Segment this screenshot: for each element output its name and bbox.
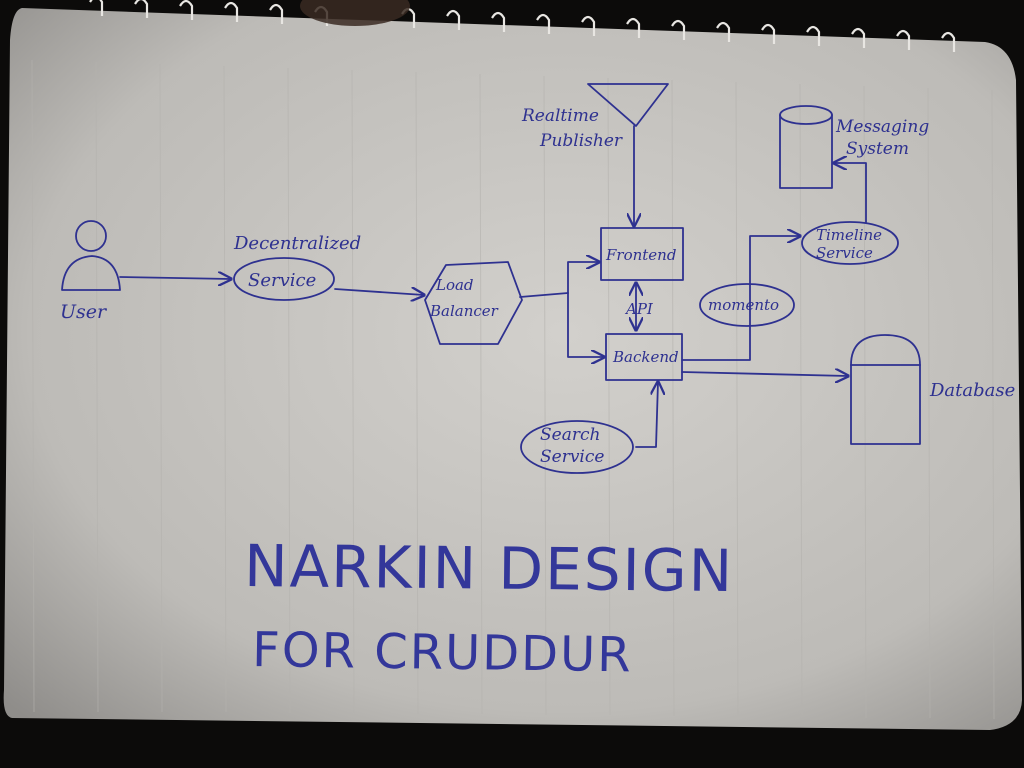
realtime-publisher-line2: Publisher [539,131,623,151]
timeline-label-line2: Service [816,244,873,262]
search-label-line1: Search [540,425,600,445]
messaging-label-line2: System [846,139,909,159]
backend-label: Backend [612,348,679,366]
frontend-node [600,227,684,281]
search-label-line2: Service [540,447,604,467]
realtime-publisher-line1: Realtime [521,106,599,126]
load-balancer-line2: Balancer [429,302,499,320]
momento-label: momento [708,296,779,314]
database-label: Database [929,380,1015,401]
decentralized-label: Decentralized [233,233,361,254]
user-label: User [60,301,108,323]
database-node [850,334,921,445]
momento-node [699,283,795,327]
ruled-lines [31,59,995,720]
finger [300,0,410,26]
paper-sheet [3,8,1022,730]
decentralized-service-node [233,257,335,301]
title-line2: FOR CRUDDUR [252,622,633,683]
decentralized-service-text: Service [248,270,316,291]
connectors [119,125,867,448]
person-icon [61,220,121,291]
load-balancer-line1: Load [435,276,474,294]
timeline-service-node [801,221,899,265]
api-label: API [624,300,654,318]
antenna-icon [587,83,669,127]
timeline-label-line1: Timeline [816,226,882,244]
cylinder-icon [779,105,833,189]
search-service-node [520,420,634,474]
messaging-label-line1: Messaging [835,117,929,137]
title-line1: NARKIN DESIGN [244,532,735,605]
backend-node [605,333,683,381]
frontend-label: Frontend [605,246,676,264]
